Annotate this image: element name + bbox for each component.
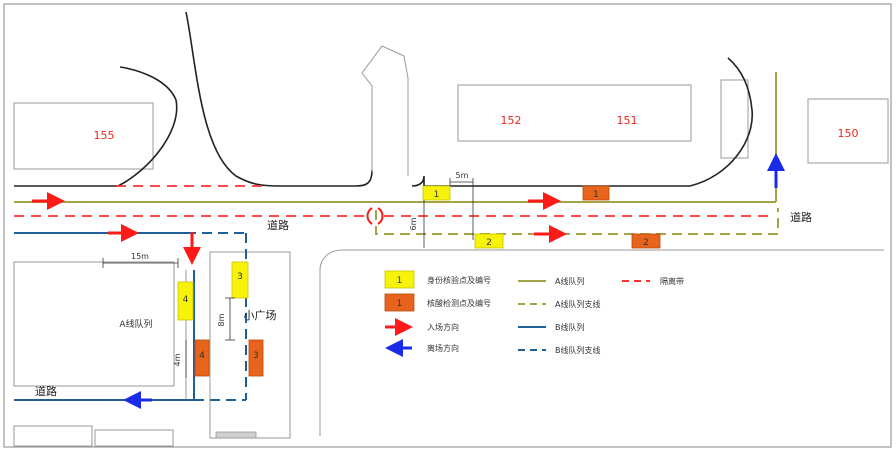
svg-text:1: 1: [397, 299, 403, 309]
svg-text:3: 3: [237, 272, 243, 282]
building-152-151: 152 151: [457, 84, 692, 142]
legend-isolation-label: 隔离带: [660, 276, 684, 286]
a-queue-area-label: A线队列: [119, 318, 152, 330]
legend-id-check: 1 身份核验点及编号: [384, 270, 491, 289]
gate-structure: [361, 45, 409, 176]
nucleic-test-point-1: 1: [582, 185, 610, 201]
dimension-6m: 6m: [409, 200, 425, 248]
a-line-branch: [375, 208, 779, 235]
legend-nucleic-test-label: 核酸检测点及编号: [427, 298, 491, 308]
legend-entry-direction: 入场方向: [385, 318, 459, 336]
dimension-5m: 5m: [449, 171, 474, 240]
svg-text:3: 3: [253, 351, 259, 361]
building-151-label: 151: [617, 114, 638, 127]
id-check-point-2: 2: [474, 233, 504, 249]
small-square-label: 小广场: [244, 308, 277, 322]
svg-text:2: 2: [486, 238, 492, 248]
building-155: 155: [13, 102, 154, 170]
id-check-point-1: 1: [422, 185, 451, 201]
b-line-queue: [14, 232, 196, 401]
lower-right-area: [319, 249, 884, 436]
square-gate: [215, 431, 257, 439]
road-label-top-center: 道路: [267, 218, 289, 232]
isolation-belt: [14, 185, 772, 217]
svg-text:4: 4: [199, 351, 205, 361]
building-152-label: 152: [501, 114, 522, 127]
corner-block-2: [94, 429, 174, 447]
id-check-point-3: 3: [231, 261, 249, 299]
building-150: 150: [807, 98, 889, 164]
legend-a-line-label: A线队列: [555, 276, 584, 286]
legend-exit-label: 离场方向: [427, 343, 459, 353]
b-line-branch: [194, 232, 247, 401]
nucleic-test-point-4: 4: [194, 339, 210, 377]
legend-nucleic-test: 1 核酸检测点及编号: [384, 293, 491, 312]
legend-id-check-label: 身份核验点及编号: [427, 275, 491, 285]
road-label-top-right: 道路: [790, 210, 812, 224]
corner-block-1: [13, 425, 93, 447]
svg-text:1: 1: [397, 276, 403, 286]
svg-text:15m: 15m: [131, 252, 149, 261]
svg-text:6m: 6m: [409, 217, 418, 230]
legend-b-line: B线队列: [518, 322, 585, 332]
nucleic-test-point-2: 2: [631, 233, 661, 249]
a-line-queue: [14, 72, 777, 203]
road-label-bottom-left: 道路: [35, 384, 57, 398]
svg-text:2: 2: [643, 238, 649, 248]
lower-left-lot: [14, 270, 187, 401]
dimension-8m: 8m: [217, 297, 235, 341]
legend-a-branch: A线队列支线: [518, 299, 600, 309]
building-150-label: 150: [838, 127, 859, 140]
outer-frame: [3, 3, 892, 448]
legend-entry-label: 入场方向: [427, 322, 459, 332]
svg-text:1: 1: [593, 190, 599, 200]
legend-b-branch-label: B线队列支线: [555, 345, 601, 355]
dimension-15m: 15m: [102, 252, 179, 268]
legend-isolation-belt: 隔离带: [622, 276, 684, 286]
svg-text:5m: 5m: [456, 171, 469, 180]
building-155-label: 155: [94, 129, 115, 142]
belt-gap-icon: [366, 207, 384, 225]
legend-b-branch: B线队列支线: [518, 345, 601, 355]
svg-text:1: 1: [434, 190, 440, 200]
id-check-point-4: 4: [177, 281, 194, 321]
svg-text:4m: 4m: [173, 353, 182, 366]
road-curbs: [14, 11, 753, 187]
nucleic-test-point-3: 3: [248, 339, 264, 377]
legend-exit-direction: 离场方向: [385, 339, 459, 357]
lower-left-building: [13, 261, 175, 387]
dimension-4m: 4m: [173, 340, 187, 378]
legend-a-branch-label: A线队列支线: [555, 299, 600, 309]
svg-text:8m: 8m: [217, 313, 226, 326]
legend-b-line-label: B线队列: [555, 322, 585, 332]
legend: 1 身份核验点及编号 1 核酸检测点及编号 入场方向 离场方向 A线队列 A线队…: [384, 270, 684, 357]
legend-a-line: A线队列: [518, 276, 584, 286]
svg-text:4: 4: [183, 295, 189, 305]
